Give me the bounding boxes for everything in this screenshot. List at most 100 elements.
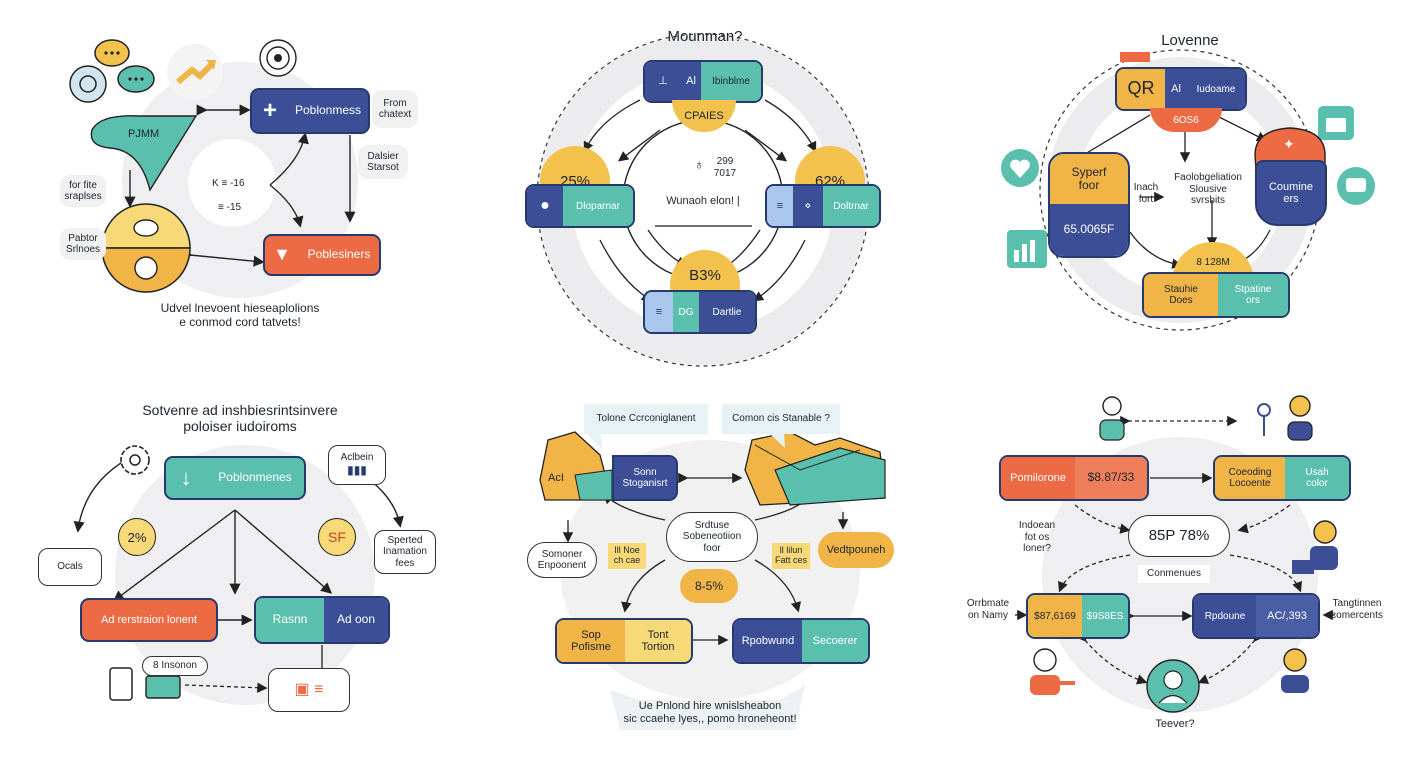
- panel6-bottom-right-node[interactable]: Rpdoune AC/,393: [1192, 593, 1320, 639]
- panel6-far-right: Tangtinnen comercents: [1331, 598, 1383, 621]
- panel4-node-top[interactable]: ↓ Poblonmenes: [164, 456, 306, 500]
- panel2-top-node[interactable]: ⊥ Al Ibinblme: [643, 60, 763, 103]
- teal-speech-bubble: [90, 115, 198, 192]
- person-laptop-icon: [1292, 520, 1338, 574]
- panel3-left-value: 65.0065F: [1050, 204, 1128, 256]
- panel2-right-node[interactable]: ≡ ⋄ Doltrnar: [765, 184, 881, 228]
- panel6-bottom-left-b: $9S8ES: [1082, 595, 1128, 637]
- panel1-label-left2: Pabtor Srlnoes: [60, 228, 106, 260]
- panel5-left-block-label: Sonn Stoganisrt: [622, 467, 668, 489]
- right-polygon-shape: [744, 431, 886, 506]
- panel1-mini1: K ≡ -16: [212, 178, 245, 189]
- panel1-node-top[interactable]: + Poblonmess: [250, 88, 370, 134]
- panel3-top-mid: Al: [1165, 69, 1187, 109]
- share-icon: ⋄: [793, 186, 823, 226]
- panel6-left-node[interactable]: Pomilorone $8.87/33: [999, 455, 1149, 501]
- left-polygon-shape: [539, 431, 613, 501]
- panel3-title: Lovenne: [1161, 32, 1219, 49]
- panel6-right-node[interactable]: Coeoding Locoente Usah color: [1213, 455, 1351, 501]
- panel3-top-right: Iudoame: [1187, 69, 1245, 109]
- download-arrow-icon: ↓: [180, 464, 192, 490]
- panel4-node-mid: Rasnn: [256, 598, 324, 642]
- person-icon-3: [1030, 648, 1075, 695]
- panel4-small-label: 8 Insonon: [142, 656, 208, 676]
- panel5-bottom-right-a: Rpobwund: [734, 620, 802, 662]
- panel2-bottom-node[interactable]: ≡ DG Dartlie: [643, 290, 757, 334]
- panel2-bottom-right: Dartlie: [699, 292, 755, 332]
- panel3-center-main: Faolobgeliation Slousive svrsbits: [1174, 172, 1242, 206]
- panel6-right-b: Usah color: [1285, 457, 1349, 499]
- thumbs-up-icon: [1318, 106, 1354, 140]
- panel1-label-right: Dalsier Starsot: [358, 145, 408, 179]
- panel3-left-node[interactable]: Syperf foor 65.0065F: [1048, 152, 1130, 258]
- panel5-left-block[interactable]: Sonn Stoganisrt: [612, 455, 678, 501]
- person-icon-4: [1281, 648, 1309, 693]
- document-icon: [109, 667, 133, 701]
- panel4-pct-left: 2%: [118, 518, 156, 556]
- panel4-profile-card: ▣ ≡: [268, 668, 350, 712]
- panel1-caption: Udvel lnevoent hieseaplolions e conmod c…: [160, 301, 320, 329]
- heart-icon: [1001, 149, 1039, 187]
- panel6-under-center: Conmenues: [1138, 565, 1210, 583]
- panel4-note-left-label: Ocals: [57, 561, 83, 573]
- panel5-callout-left: Tolone Ccrconiglanent: [584, 404, 708, 434]
- trend-arrow-icon: [167, 44, 223, 100]
- panel1-mini2: ≡ -15: [218, 202, 242, 213]
- panel6-left-a: Pomilorone: [1001, 457, 1075, 499]
- panel4-note-left: Ocals: [38, 548, 102, 586]
- panel3-bottom-left: Stauhie Does: [1144, 274, 1218, 316]
- panel6-bottom-right-a: Rpdoune: [1194, 595, 1256, 637]
- panel5-pct: 8-5%: [680, 569, 738, 603]
- panel1-bubble-text: PJMM: [128, 128, 160, 140]
- doc-icon: ≡: [767, 186, 793, 226]
- panel3-top-sub: 6OS6: [1150, 108, 1222, 132]
- panel5-bottom-left-node[interactable]: Sop Pofisme Tont Tortion: [555, 618, 693, 664]
- panel5-bottom-right-node[interactable]: Rpobwund Secoerer: [732, 618, 870, 664]
- panel5-callout-right: Comon cis Stanable ?: [722, 404, 840, 434]
- panel3-bottom-node[interactable]: Stauhie Does Stpatine ors: [1142, 272, 1290, 318]
- location-icon: ●: [527, 186, 563, 226]
- panel2-top-right: Ibinblme: [701, 62, 761, 101]
- panel1-node-bottom[interactable]: ▼ Poblesiners: [263, 234, 381, 276]
- panel4-note-right: Sperted Inamation fees: [374, 530, 436, 574]
- panel4-title: Sotvenre ad inshbiesrintsinvere poloiser…: [142, 402, 338, 435]
- panel5-tag-left: Ill Noe ch cae: [608, 543, 646, 569]
- panel6-bottom-q: Teever?: [1155, 718, 1195, 730]
- profile-card-icon: ▣ ≡: [294, 680, 324, 698]
- panel2-title: Mounman?: [667, 28, 743, 45]
- chat-face-icon: [1337, 167, 1375, 205]
- panel3-top-node[interactable]: QR Al Iudoame: [1115, 67, 1247, 111]
- panel6-bottom-right-b: AC/,393: [1256, 595, 1318, 637]
- plus-icon: +: [262, 96, 277, 124]
- panel4-card-top-label: Aclbein: [340, 452, 374, 464]
- panel4-node-left[interactable]: Ad rerstraion lonent: [80, 598, 218, 642]
- panel2-top-mid: Al: [681, 62, 701, 101]
- down-arrow-icon: ▼: [273, 244, 291, 265]
- panel6-bottom-left-node[interactable]: $87,6169 $9S8ES: [1026, 593, 1130, 639]
- panel2-right-label: Doltrnar: [823, 186, 879, 226]
- panel5-right-pill[interactable]: Vedtpouneh: [818, 532, 894, 568]
- panel3-bottom-right: Stpatine ors: [1218, 274, 1288, 316]
- avatar-center-icon: [1146, 659, 1200, 713]
- panel4-node-left-label: Ad rerstraion lonent: [101, 613, 197, 626]
- message-icon: [145, 675, 181, 699]
- panel2-left-node[interactable]: ● Dloparnar: [525, 184, 635, 228]
- bar-chart-icon: [1007, 230, 1047, 268]
- panel4-node-right[interactable]: Rasnn Ad oon: [254, 596, 390, 644]
- panel2-center-top: 299 7017: [713, 156, 737, 179]
- panel3-top-left: QR: [1117, 69, 1165, 109]
- panel6-far-left: Orrbmate on Namy: [966, 598, 1010, 621]
- panel3-right-node[interactable]: Coumine ers: [1255, 160, 1327, 226]
- panel6-bottom-left-a: $87,6169: [1028, 595, 1082, 637]
- panel2-center-text: Wunaoh elon! |: [666, 195, 740, 207]
- panel5-caption: Ue Pnlond hire wnislsheabon sic ccaehe l…: [623, 700, 797, 725]
- panel3-right-label: Coumine ers: [1268, 180, 1314, 205]
- gear-icon: [120, 445, 150, 475]
- clock-bubble-icon: [69, 65, 107, 103]
- panel4-pct-right: SF: [318, 518, 356, 556]
- panel5-bottom-left-a: Sop Pofisme: [557, 620, 625, 662]
- lightbulb-icon: ♁: [694, 156, 705, 172]
- person-icon-1: [1099, 396, 1125, 441]
- panel4-card-top: Aclbein ▮▮▮: [328, 445, 386, 485]
- target-icon: [259, 39, 297, 77]
